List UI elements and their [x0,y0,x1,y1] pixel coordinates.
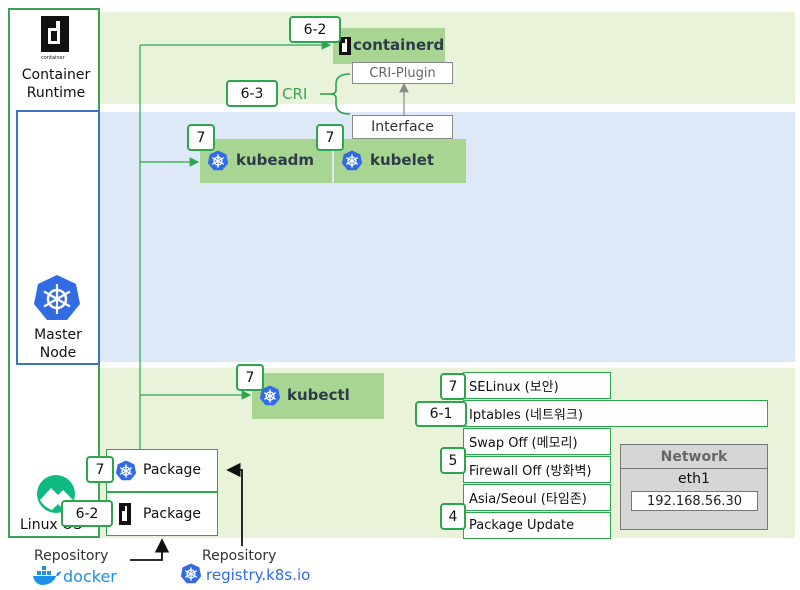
cri-label: CRI [282,85,308,103]
badge-cri: 6-3 [226,80,278,107]
setting-iptables: Iptables (네트워크) [463,400,768,427]
k8s-package-box: Package [106,449,218,492]
setting-firewall: Firewall Off (방화벽) [463,456,611,483]
container-runtime-band [100,12,795,104]
badge-package-update: 4 [440,503,466,530]
badge-docker-package: 6-2 [61,500,113,527]
kubeadm-label: kubeadm [236,151,315,169]
kubernetes-logo-icon [34,275,80,320]
network-title: Network [621,445,767,469]
interface-box: Interface [352,115,453,139]
badge-selinux: 7 [440,373,466,400]
containerd-icon [339,37,351,55]
containerd-label: containerd [353,36,445,54]
badge-kubectl: 7 [236,364,264,391]
setting-package-update: Package Update [463,512,611,539]
k8s-repository-label: Repository [202,548,277,564]
docker-package-box: Package [106,492,218,536]
network-box: Network eth1 192.168.56.30 [620,444,768,530]
kubernetes-icon [259,385,281,406]
docker-repository-label: Repository [34,548,109,564]
setting-swap: Swap Off (메모리) [463,428,611,455]
containerd-icon [119,503,131,525]
kubectl-label: kubectl [287,386,350,404]
k8s-repository-name: registry.k8s.io [206,566,311,584]
kubelet-box: kubelet [334,139,466,183]
kubernetes-icon [115,460,137,481]
setting-selinux: SELinux (보안) [463,372,611,399]
kubeadm-box: kubeadm [200,139,332,183]
eth-label: eth1 [678,471,710,487]
kubernetes-icon [207,150,229,171]
kubernetes-icon [341,150,363,171]
docker-package-label: Package [143,506,202,522]
kubernetes-icon [180,563,202,584]
docker-repository-name: docker [63,567,117,586]
kubectl-box: kubectl [252,373,384,419]
k8s-package-label: Package [143,462,202,478]
badge-iptables: 6-1 [415,401,467,427]
badge-kubeadm: 7 [187,124,215,151]
containerd-box: containerd [333,28,445,64]
badge-containerd: 6-2 [289,16,341,43]
kubelet-label: kubelet [370,151,435,169]
badge-swap-firewall: 5 [440,447,466,474]
setting-timezone: Asia/Seoul (타임존) [463,484,611,511]
docker-whale-icon [33,566,61,585]
ip-address: 192.168.56.30 [631,491,758,511]
containerd-logo-icon: container [41,16,69,60]
badge-k8s-package: 7 [86,456,114,483]
master-node-frame [16,110,100,365]
svg-text:container: container [41,55,66,60]
badge-kubelet: 7 [316,124,344,151]
cri-plugin-box: CRI-Plugin [352,62,453,84]
